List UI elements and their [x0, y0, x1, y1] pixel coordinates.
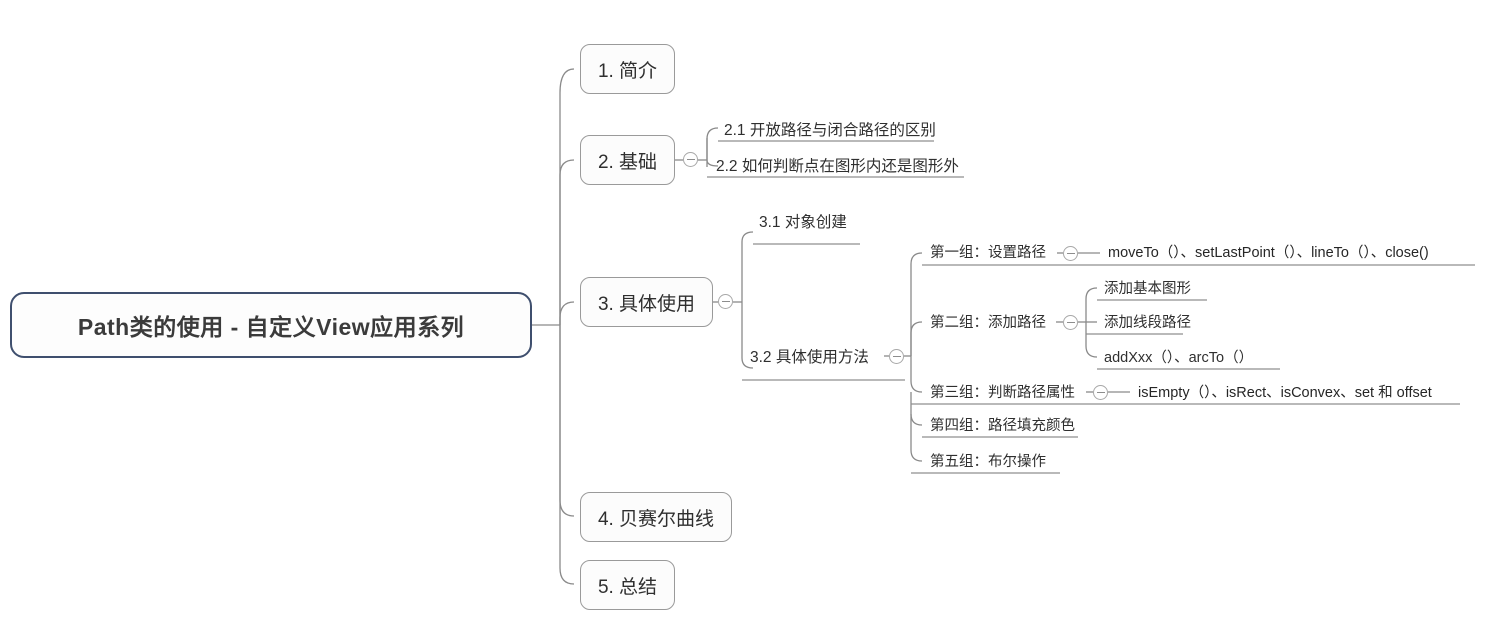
connector-g2-child-3	[1085, 322, 1098, 358]
connector-branch-4	[559, 325, 575, 517]
branch-node-5[interactable]: 5. 总结	[580, 560, 675, 610]
group-2-child-3-label: addXxx（）、arcTo（）	[1104, 349, 1254, 366]
group-1-methods[interactable]: moveTo（）、setLastPoint（）、lineTo（）、close()	[1104, 240, 1433, 262]
connector-branch-1	[559, 68, 575, 325]
node-3-2[interactable]: 3.2 具体使用方法	[746, 344, 873, 368]
toggle-group-3[interactable]	[1093, 385, 1108, 400]
branch-node-1-label: 1. 简介	[597, 60, 658, 82]
group-2-child-1[interactable]: 添加基本图形	[1100, 276, 1195, 298]
connector-s3-child-1	[741, 231, 754, 302]
branch-node-4[interactable]: 4. 贝赛尔曲线	[580, 492, 732, 542]
toggle-branch-2[interactable]	[683, 152, 698, 167]
node-2-1-label: 2.1 开放路径与闭合路径的区别	[724, 122, 936, 139]
branch-node-2-label: 2. 基础	[597, 151, 658, 173]
branch-node-3[interactable]: 3. 具体使用	[580, 277, 713, 327]
node-3-1-label: 3.1 对象创建	[759, 214, 847, 231]
group-3-methods[interactable]: isEmpty（）、isRect、isConvex、set 和 offset	[1134, 380, 1436, 402]
group-2-child-3[interactable]: addXxx（）、arcTo（）	[1100, 345, 1257, 367]
group-2-child-1-label: 添加基本图形	[1104, 280, 1191, 297]
connector-g2-child-1	[1085, 287, 1098, 322]
group-2-child-2-label: 添加线段路径	[1104, 314, 1191, 331]
branch-node-4-label: 4. 贝赛尔曲线	[597, 508, 715, 530]
connector-group-1	[910, 252, 923, 356]
group-node-3[interactable]: 第三组：判断路径属性	[926, 380, 1079, 402]
group-2-child-2[interactable]: 添加线段路径	[1100, 310, 1195, 332]
group-node-4[interactable]: 第四组：路径填充颜色	[926, 413, 1079, 435]
connector-group-3	[910, 356, 923, 393]
node-3-1[interactable]: 3.1 对象创建	[755, 209, 851, 233]
node-2-1[interactable]: 2.1 开放路径与闭合路径的区别	[720, 117, 940, 141]
branch-node-5-label: 5. 总结	[597, 576, 658, 598]
group-node-1[interactable]: 第一组：设置路径	[926, 240, 1050, 262]
branch-node-1[interactable]: 1. 简介	[580, 44, 675, 94]
connector-branch-5	[559, 325, 575, 585]
group-3-methods-label: isEmpty（）、isRect、isConvex、set 和 offset	[1138, 384, 1432, 401]
toggle-group-1[interactable]	[1063, 246, 1078, 261]
connector-group-4b	[910, 392, 923, 426]
group-node-3-label: 第三组：判断路径属性	[930, 384, 1075, 401]
group-node-2[interactable]: 第二组：添加路径	[926, 310, 1050, 332]
node-2-2-label: 2.2 如何判断点在图形内还是图形外	[716, 158, 959, 175]
group-node-5[interactable]: 第五组：布尔操作	[926, 449, 1050, 471]
group-node-2-label: 第二组：添加路径	[930, 314, 1046, 331]
node-underlines	[707, 140, 1475, 474]
group-1-methods-label: moveTo（）、setLastPoint（）、lineTo（）、close()	[1108, 244, 1429, 261]
node-2-2[interactable]: 2.2 如何判断点在图形内还是图形外	[712, 153, 963, 177]
connector-group-2	[910, 321, 923, 356]
group-node-5-label: 第五组：布尔操作	[930, 453, 1046, 470]
toggle-group-2[interactable]	[1063, 315, 1078, 330]
toggle-node-3-2[interactable]	[889, 349, 904, 364]
group-node-4-label: 第四组：路径填充颜色	[930, 417, 1075, 434]
connector-branch-3	[559, 301, 575, 325]
toggle-branch-3[interactable]	[718, 294, 733, 309]
branch-node-2[interactable]: 2. 基础	[580, 135, 675, 185]
connector-group-5	[910, 414, 923, 462]
root-node[interactable]: Path类的使用 - 自定义View应用系列	[10, 292, 532, 358]
node-3-2-label: 3.2 具体使用方法	[750, 349, 869, 366]
root-node-label: Path类的使用 - 自定义View应用系列	[77, 314, 465, 340]
connector-branch-2	[559, 159, 575, 325]
group-node-1-label: 第一组：设置路径	[930, 244, 1046, 261]
branch-node-3-label: 3. 具体使用	[597, 293, 696, 315]
